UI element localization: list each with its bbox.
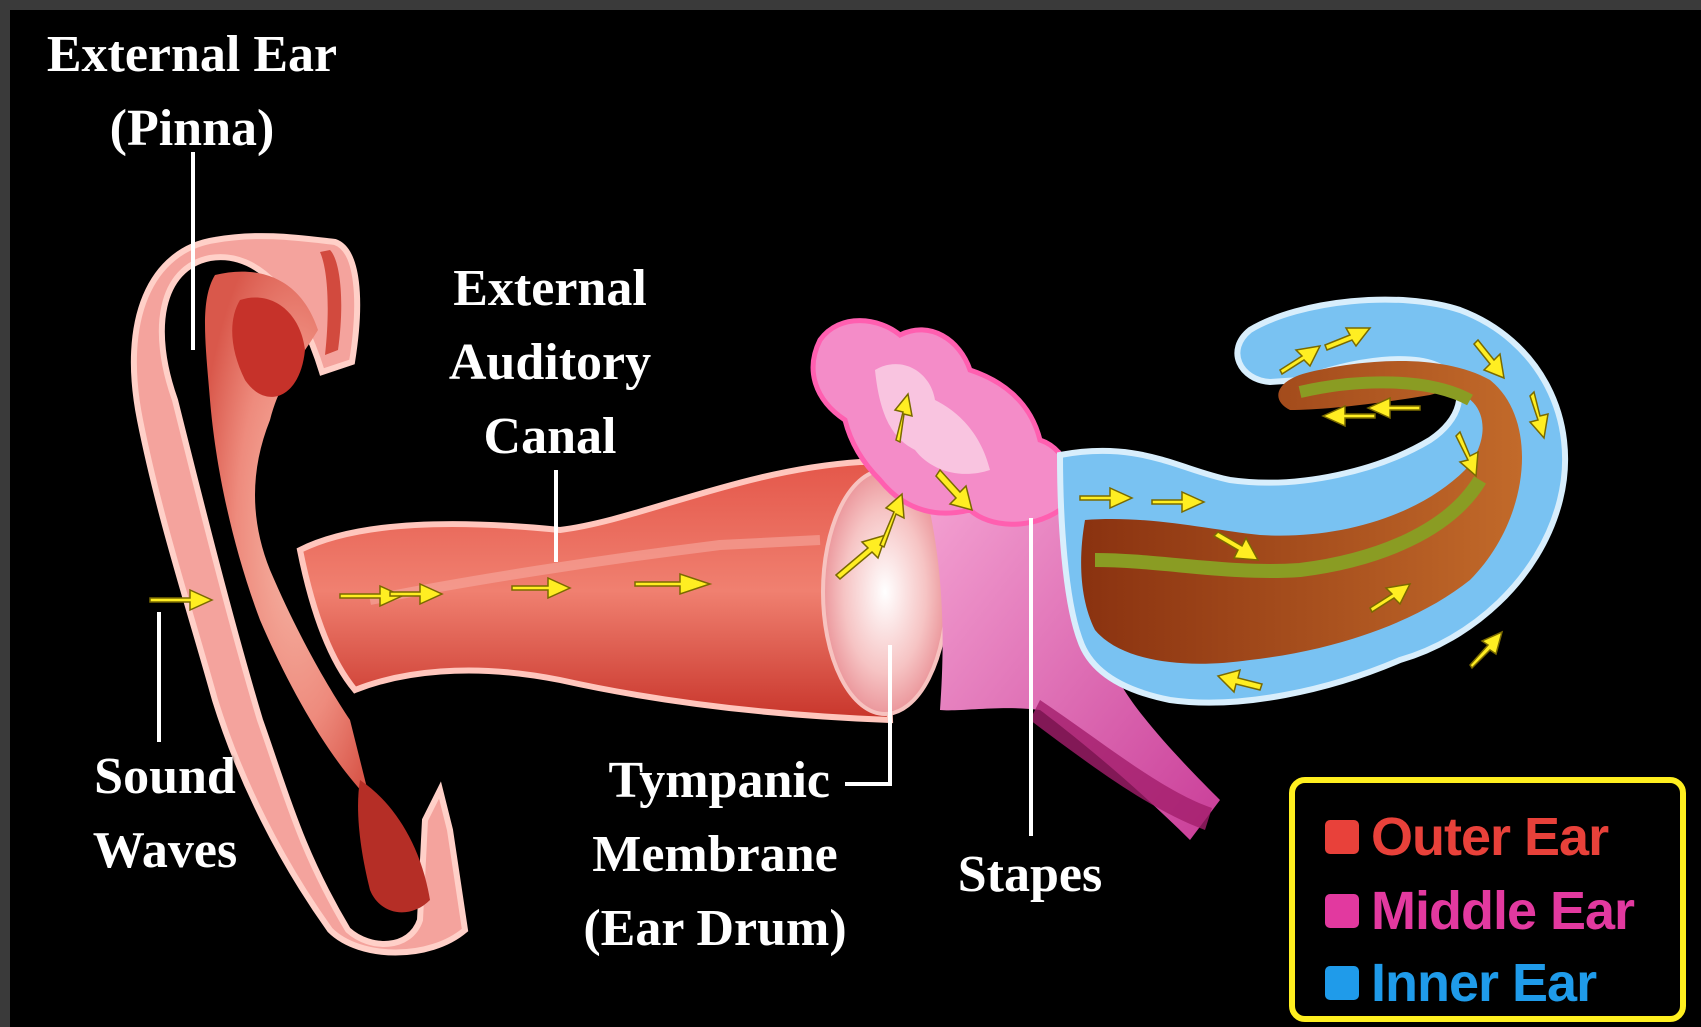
stapes-pointer-line: [1029, 518, 1033, 836]
legend-swatch-outer-ear: [1325, 820, 1359, 854]
label-canal-line3: Canal: [420, 400, 680, 474]
legend-label-inner-ear: Inner Ear: [1371, 952, 1596, 1014]
label-sound-waves-line1: Sound: [60, 740, 270, 814]
label-external-ear-line1: External Ear: [32, 18, 352, 92]
label-external-auditory-canal: External Auditory Canal: [420, 252, 680, 474]
legend: Outer Ear Middle Ear Inner Ear: [1289, 777, 1686, 1022]
label-tympanic-line1: Tympanic: [560, 744, 870, 818]
legend-item-middle-ear: Middle Ear: [1325, 875, 1634, 947]
label-stapes-text: Stapes: [930, 838, 1130, 912]
label-stapes: Stapes: [930, 838, 1130, 912]
sound-waves-pointer-line: [157, 612, 161, 742]
label-sound-waves: Sound Waves: [60, 740, 270, 888]
label-canal-line1: External: [420, 252, 680, 326]
legend-item-outer-ear: Outer Ear: [1325, 801, 1608, 873]
label-tympanic-line3: (Ear Drum): [560, 892, 870, 966]
label-tympanic-line2: Membrane: [560, 818, 870, 892]
legend-swatch-middle-ear: [1325, 894, 1359, 928]
legend-item-inner-ear: Inner Ear: [1325, 947, 1596, 1019]
label-canal-line2: Auditory: [420, 326, 680, 400]
label-tympanic-membrane: Tympanic Membrane (Ear Drum): [560, 744, 870, 966]
arrow-icon: [1323, 406, 1375, 426]
pinna-pointer-line: [191, 152, 195, 350]
arrow-icon: [1470, 632, 1502, 668]
label-external-ear-line2: (Pinna): [32, 92, 352, 166]
legend-swatch-inner-ear: [1325, 966, 1359, 1000]
label-external-ear: External Ear (Pinna): [32, 18, 352, 166]
legend-label-outer-ear: Outer Ear: [1371, 806, 1608, 868]
tympanic-pointer-line-v: [888, 645, 892, 785]
canal-pointer-line: [554, 470, 558, 562]
legend-label-middle-ear: Middle Ear: [1371, 880, 1634, 942]
label-sound-waves-line2: Waves: [60, 814, 270, 888]
